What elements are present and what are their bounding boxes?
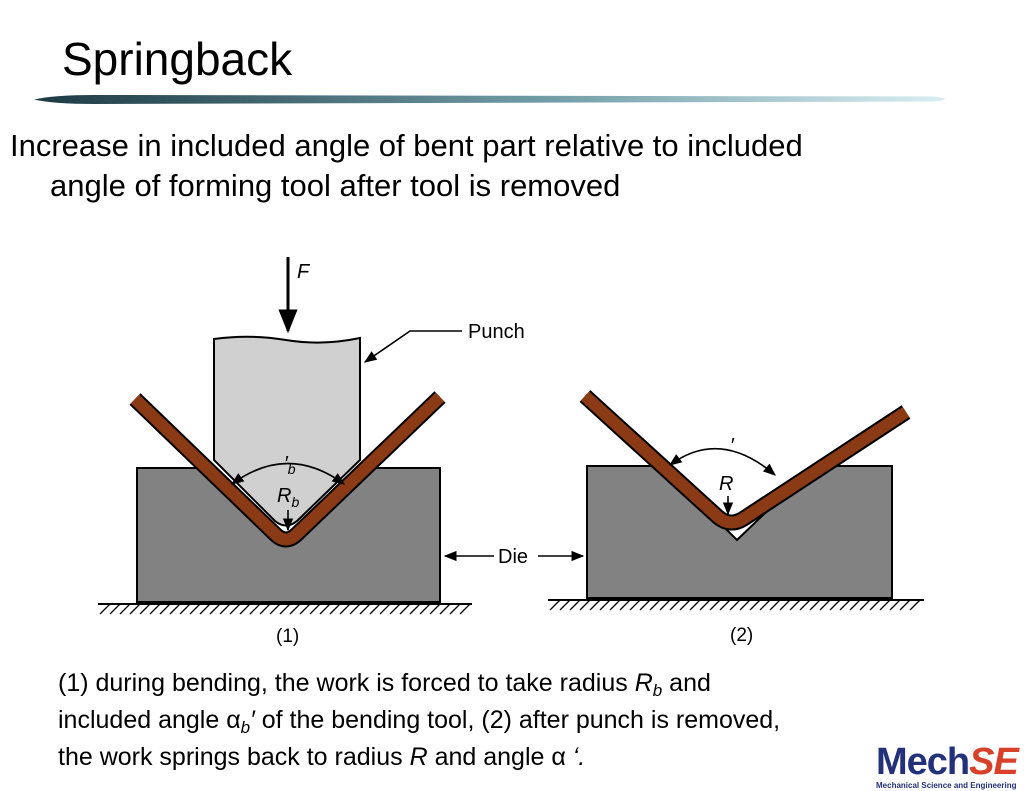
bullet-line-2: angle of forming tool after tool is remo…: [50, 168, 621, 203]
die-callout: Die: [443, 546, 585, 568]
caption-line-3: the work springs back to radius R and an…: [58, 743, 586, 771]
mechse-logo: MechSE Mechanical Science and Engineerin…: [876, 742, 1024, 791]
angle-label-2: ′: [730, 435, 735, 457]
figure-caption: (1) during bending, the work is forced t…: [58, 665, 978, 776]
logo-wordmark: MechSE: [876, 741, 1019, 783]
die-2: [586, 465, 893, 599]
punch-label: Punch: [468, 321, 525, 343]
panel-2-label: (2): [730, 625, 753, 646]
title-underline: [34, 95, 945, 104]
bullet-line-1: Increase in included angle of bent part …: [10, 128, 803, 163]
die-label: Die: [498, 546, 528, 568]
logo-subtitle: Mechanical Science and Engineering: [876, 781, 1017, 790]
panel-1-label: (1): [276, 626, 299, 647]
ground-hatch-2: [548, 599, 924, 611]
caption-line-2: included angle αb′ of the bending tool, …: [58, 706, 781, 737]
radius-label-2: R: [719, 473, 733, 495]
angle-arc-1: [230, 462, 346, 485]
panel-2: ′ R (2): [548, 390, 924, 646]
force-label: F: [297, 261, 311, 283]
angle-arc-2: [668, 447, 776, 476]
angle-label-1: ′b: [284, 453, 296, 477]
slide-title: Springback: [62, 33, 293, 85]
caption-line-1: (1) during bending, the work is forced t…: [58, 669, 711, 700]
springback-diagram: F Punch ′b Rb (1) Die ′ R (2): [98, 257, 924, 647]
ground-hatch-1: [98, 603, 472, 615]
panel-1: F Punch ′b Rb (1): [98, 257, 525, 647]
radius-label-1: Rb: [277, 485, 299, 510]
punch-leader: [363, 330, 462, 363]
bullet-text: Increase in included angle of bent part …: [10, 126, 970, 206]
